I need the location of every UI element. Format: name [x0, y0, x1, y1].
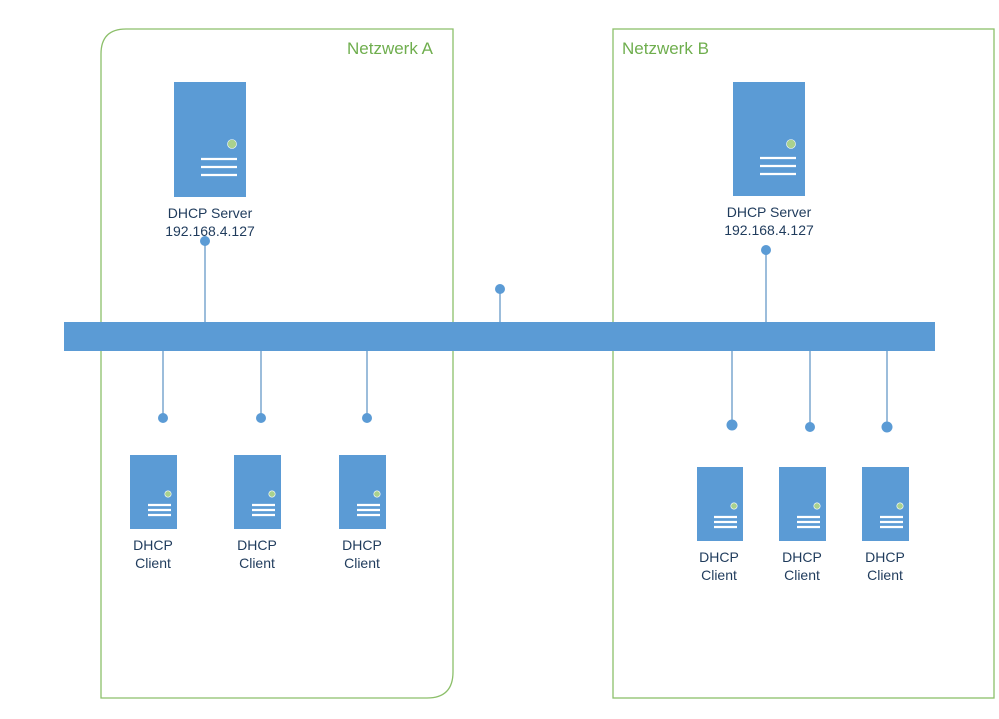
- client-2-label-bottom: Client: [239, 555, 275, 571]
- client-6-status-led: [896, 502, 904, 510]
- network-b-title: Netzwerk B: [622, 39, 709, 58]
- client-6-label-bottom: Client: [867, 567, 903, 583]
- client-1-label-top: DHCP: [133, 537, 173, 553]
- client-3-label-bottom: Client: [344, 555, 380, 571]
- client-5-label-bottom: Client: [784, 567, 820, 583]
- client-6-label-top: DHCP: [865, 549, 905, 565]
- client-1-status-led: [164, 490, 172, 498]
- client-5-label-top: DHCP: [782, 549, 822, 565]
- client-2-label-top: DHCP: [237, 537, 277, 553]
- server-a-port-dot: [200, 236, 210, 246]
- server-a-status-led: [227, 139, 237, 149]
- client-4: [697, 467, 743, 541]
- server-b-icon: [733, 82, 805, 196]
- server-a: [174, 82, 246, 197]
- client-4-port-dot: [726, 419, 738, 431]
- client-3: [339, 455, 386, 529]
- client-3-status-led: [373, 490, 381, 498]
- client-2-port-dot: [256, 413, 266, 423]
- server-a-ip: 192.168.4.127: [165, 223, 255, 239]
- client-4-label-bottom: Client: [701, 567, 737, 583]
- client-6: [862, 467, 909, 541]
- network-bus: [64, 322, 935, 351]
- server-b-ip: 192.168.4.127: [724, 222, 814, 238]
- router-port-dot: [495, 284, 505, 294]
- server-a-name: DHCP Server: [168, 205, 253, 221]
- client-6-port-dot: [881, 421, 893, 433]
- network-a-boundary: [100, 28, 454, 699]
- server-b-status-led: [786, 139, 796, 149]
- client-5-port-dot: [805, 422, 815, 432]
- client-3-label-top: DHCP: [342, 537, 382, 553]
- client-3-port-dot: [362, 413, 372, 423]
- server-a-icon: [174, 82, 246, 197]
- server-b: [733, 82, 805, 196]
- client-4-status-led: [730, 502, 738, 510]
- network-b-boundary: [612, 28, 995, 699]
- server-b-name: DHCP Server: [727, 204, 812, 220]
- server-b-port-dot: [761, 245, 771, 255]
- client-1: [130, 455, 177, 529]
- client-1-label-bottom: Client: [135, 555, 171, 571]
- client-1-port-dot: [158, 413, 168, 423]
- client-4-label-top: DHCP: [699, 549, 739, 565]
- client-2-status-led: [268, 490, 276, 498]
- client-5-status-led: [813, 502, 821, 510]
- client-5: [779, 467, 826, 541]
- network-a-title: Netzwerk A: [347, 39, 434, 58]
- client-2: [234, 455, 281, 529]
